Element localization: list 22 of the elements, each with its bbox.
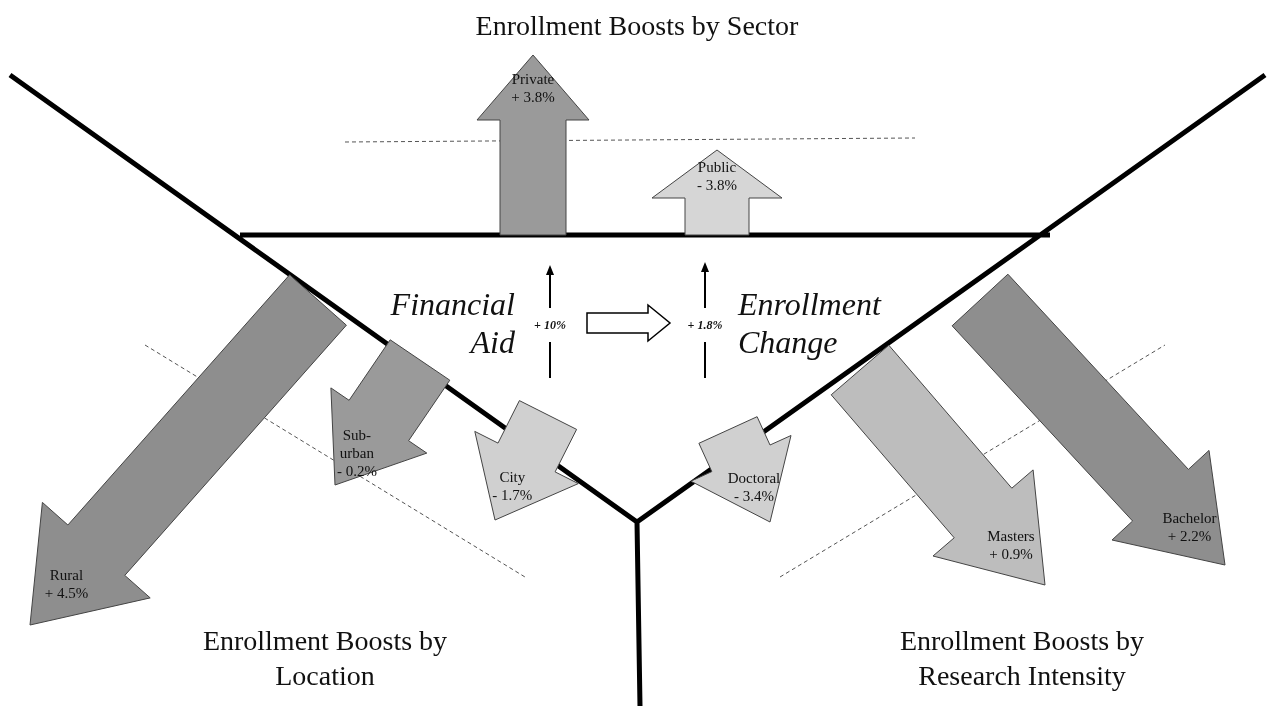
arrow-label: - 1.7%: [492, 485, 533, 504]
section-title: Enrollment Boosts by Location: [201, 624, 449, 693]
section-title: Enrollment Boosts by Research Intensity: [898, 624, 1146, 693]
arrow-label: + 0.9%: [988, 545, 1034, 564]
arrow-label: + 4.5%: [44, 583, 89, 602]
arrow-label: - 0.2%: [336, 461, 377, 480]
block-arrow: [586, 303, 672, 343]
arrow-label: Rural: [48, 565, 85, 584]
arrow-label: Private: [511, 69, 555, 88]
arrow-label: + 3.8%: [511, 87, 555, 106]
arrow-label: - 3.4%: [733, 486, 775, 505]
arrow-label: Doctoral: [727, 468, 781, 487]
arrow-label: Bachelor: [1162, 508, 1217, 527]
arrow-label: Public: [697, 158, 737, 177]
node-text: Enrollment Change: [738, 285, 883, 361]
arrow-label: - 3.8%: [697, 176, 737, 195]
arrow-label: + 2.2%: [1166, 526, 1213, 545]
section-title: Enrollment Boosts by Sector: [475, 8, 799, 43]
arrow-label: Masters: [987, 527, 1035, 546]
node-text: Financial Aid: [389, 285, 515, 361]
arrow-label: City: [498, 467, 527, 486]
arrow-label: Sub- urban: [339, 425, 374, 462]
